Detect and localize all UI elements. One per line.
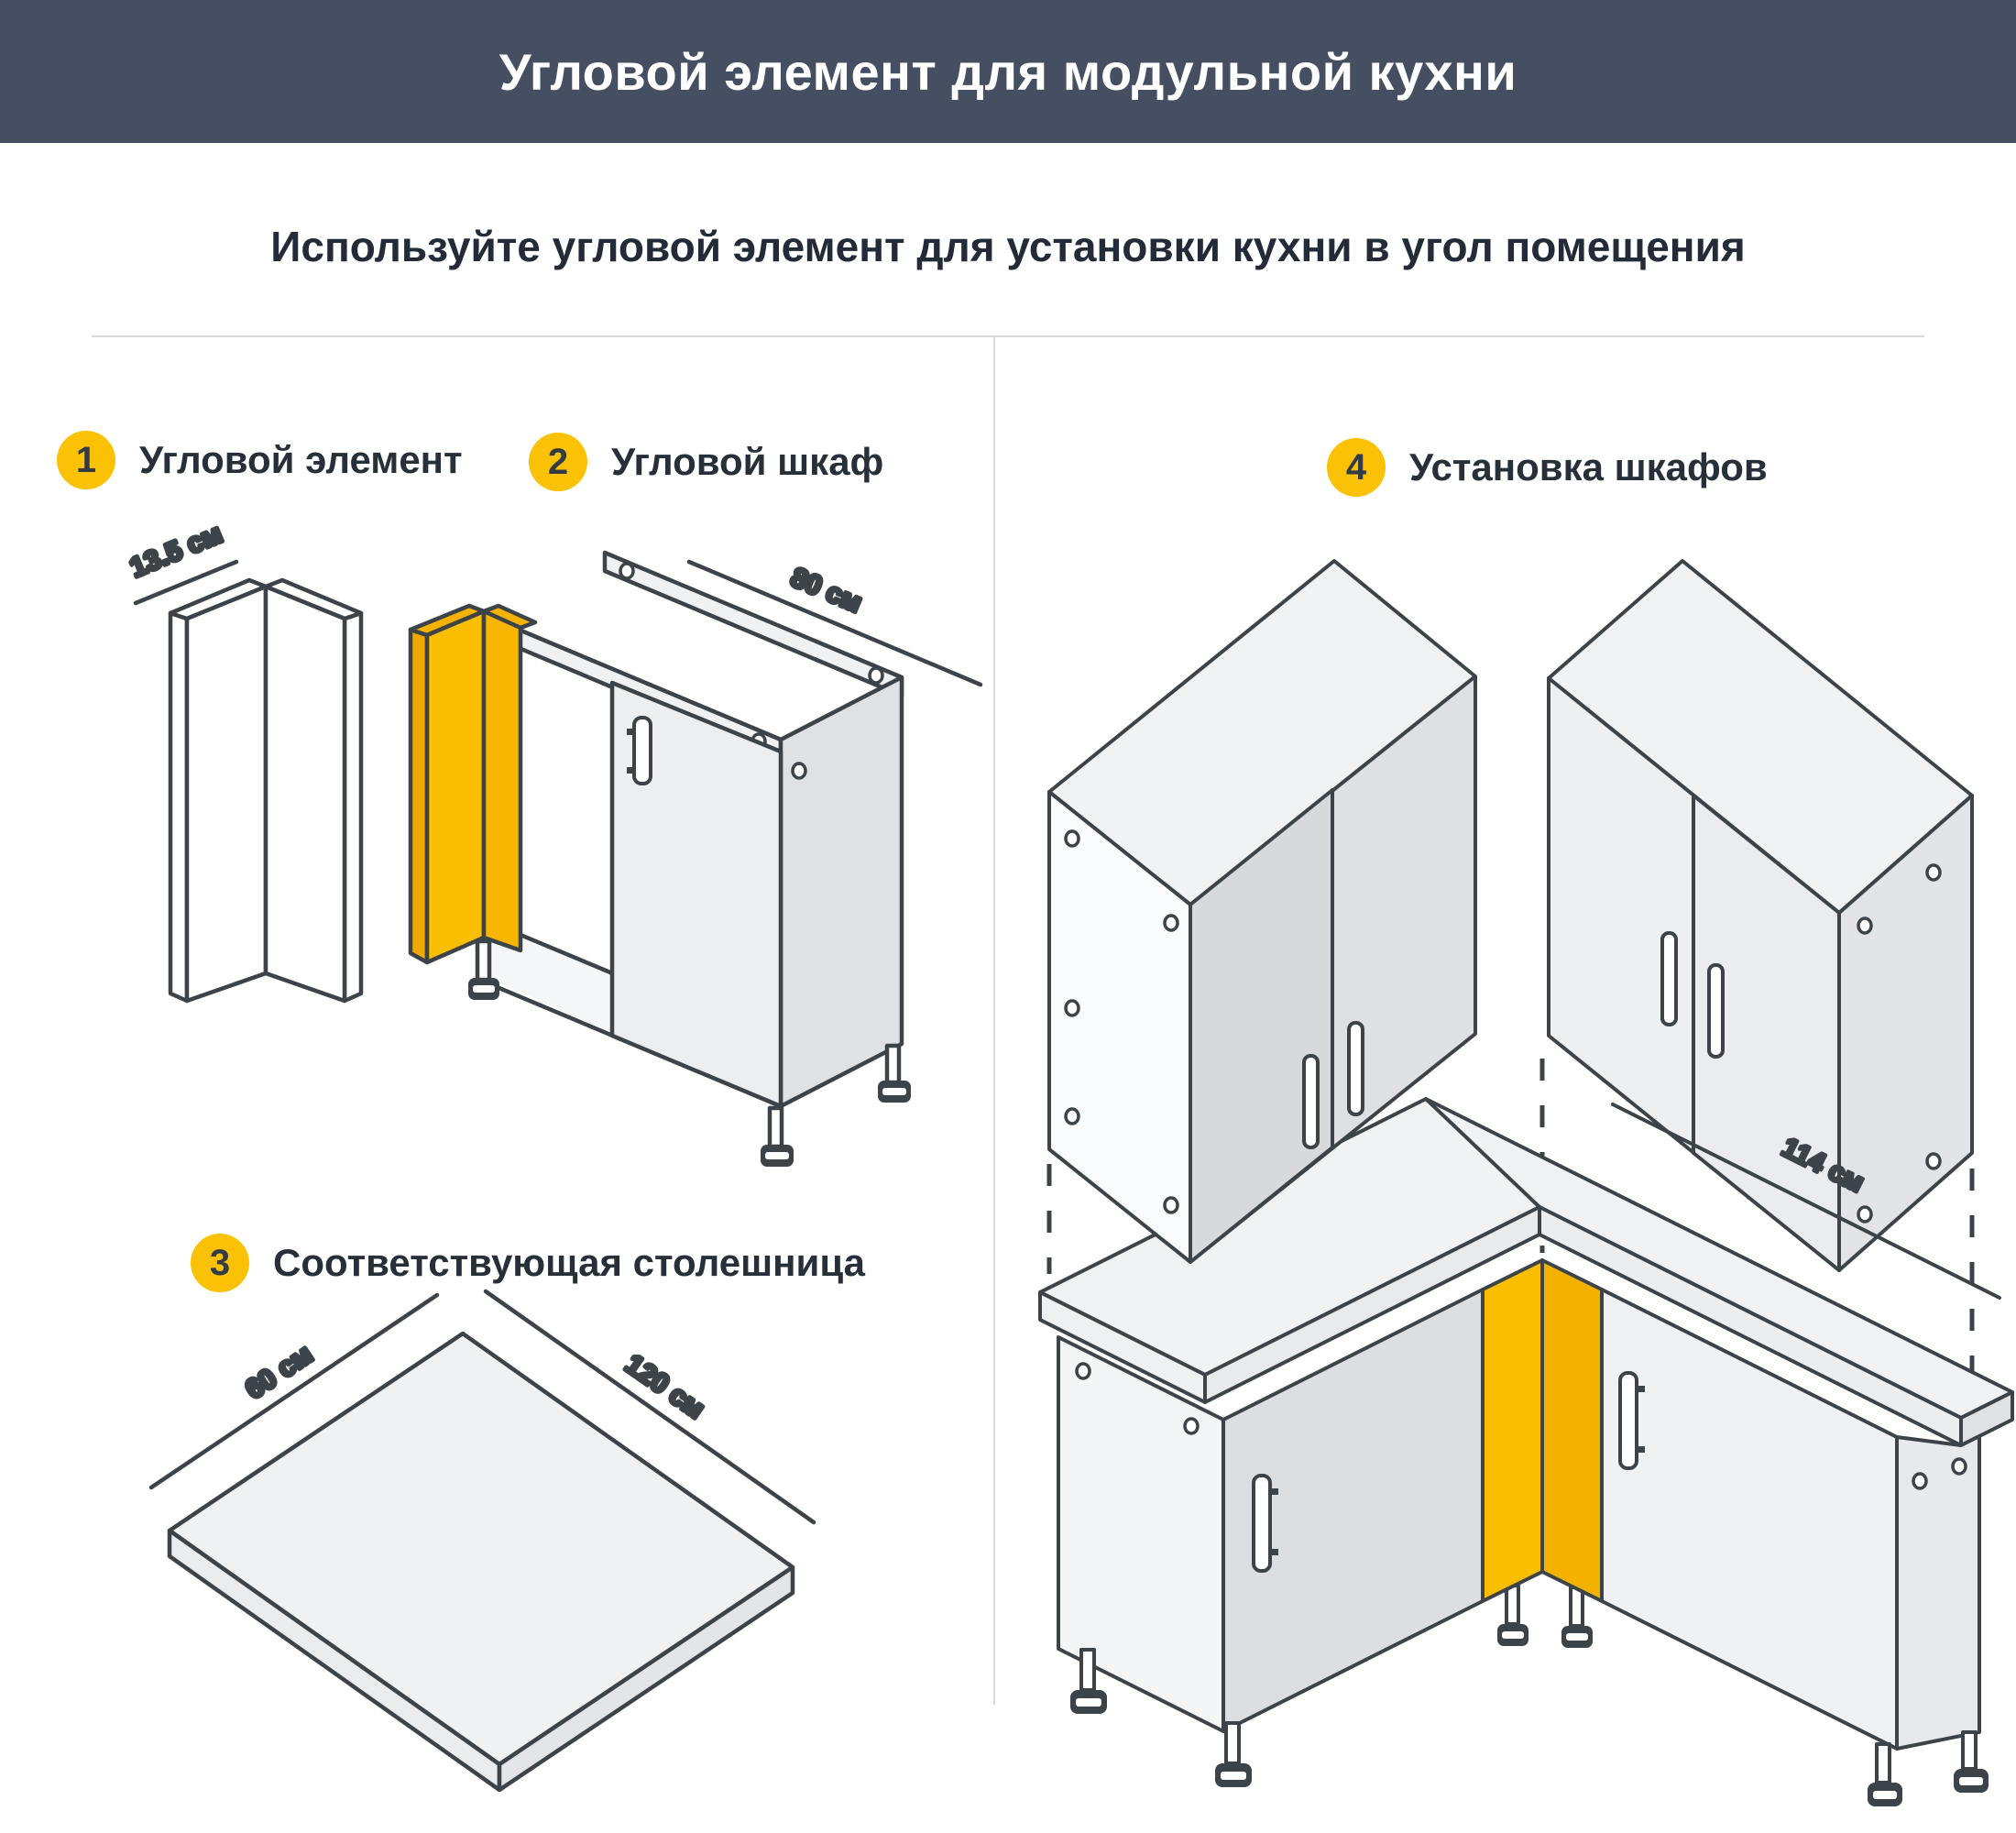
dimension-label-13-5: 13.5 см xyxy=(126,522,226,584)
header-bar: Угловой элемент для модульной кухни xyxy=(0,0,2016,143)
corner-cabinet-illustration: 80 см xyxy=(408,550,983,1167)
corner-element-highlight xyxy=(1481,1258,1604,1603)
corner-element-illustration: 13.5 см xyxy=(124,522,364,1004)
wall-cabinet-right xyxy=(1547,559,1974,1272)
base-feet xyxy=(1070,1584,1989,1806)
step-2-badge: 2 xyxy=(529,433,587,491)
dimension-label-80: 80 см xyxy=(786,562,866,619)
dimension-label-120: 120 см xyxy=(619,1349,710,1425)
countertop-slab xyxy=(167,1331,795,1792)
cabinet-door xyxy=(609,680,783,1109)
step-2-header: 2 Угловой шкаф xyxy=(529,433,883,491)
countertop-illustration: 60 см 120 см xyxy=(148,1289,816,1792)
corner-element-profile xyxy=(168,577,364,1004)
wall-cabinet-left xyxy=(1047,559,1477,1264)
step-1-header: 1 Угловой элемент xyxy=(57,431,463,489)
corner-element-highlight xyxy=(408,603,538,965)
step-3-label: Соответствующая столешница xyxy=(273,1241,866,1284)
page-title: Угловой элемент для модульной кухни xyxy=(499,42,1517,101)
installation-dimension: 114 см xyxy=(1611,1103,2001,1300)
step-1-badge: 1 xyxy=(57,431,115,489)
step-2-label: Угловой шкаф xyxy=(611,440,884,483)
horizontal-divider xyxy=(92,335,1924,337)
step-3-badge: 3 xyxy=(191,1234,249,1292)
step-4-header: 4 Установка шкафов xyxy=(1327,438,1768,497)
dimension-label-60: 60 см xyxy=(240,1339,318,1405)
subtitle: Используйте угловой элемент для установк… xyxy=(270,223,1746,270)
vertical-divider xyxy=(993,335,995,1705)
installation-illustration: 114 см xyxy=(1038,559,2014,1806)
step-4-label: Установка шкафов xyxy=(1409,445,1768,488)
step-1-label: Угловой элемент xyxy=(139,438,463,481)
step-3-header: 3 Соответствующая столешница xyxy=(191,1234,865,1292)
cabinet-feet xyxy=(468,938,911,1167)
step-4-badge: 4 xyxy=(1327,438,1386,497)
